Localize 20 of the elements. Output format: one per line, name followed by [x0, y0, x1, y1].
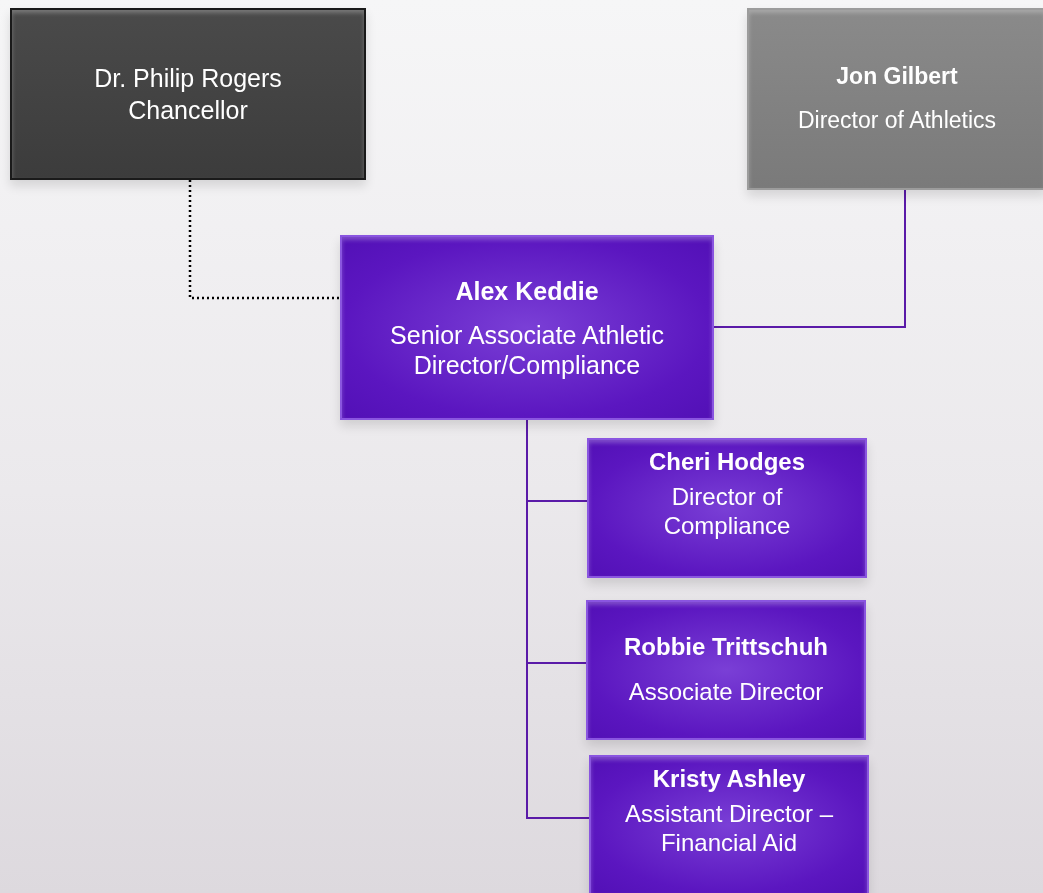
person-name: Jon Gilbert — [836, 63, 958, 91]
person-name: Alex Keddie — [455, 275, 599, 306]
job-title: Senior Associate Athletic Director/Compliance — [389, 319, 665, 380]
job-title: Director of Compliance — [662, 482, 792, 541]
person-name: Dr. Philip Rogers — [94, 63, 282, 93]
org-chart-box — [10, 8, 366, 180]
person-name: Cheri Hodges — [649, 448, 805, 477]
person-name: Kristy Ashley — [652, 765, 806, 794]
job-title: Chancellor — [128, 95, 248, 125]
org-chart-box — [587, 438, 867, 578]
org-chart-box — [340, 235, 714, 420]
org-chart-box — [747, 8, 1043, 190]
person-name: Robbie Trittschuh — [624, 633, 828, 662]
connector-line — [188, 180, 340, 300]
org-chart-box — [589, 755, 869, 893]
connector-line — [713, 189, 906, 328]
org-chart-box — [586, 600, 866, 740]
job-title: Director of Athletics — [797, 107, 997, 135]
job-title: Assistant Director – Financial Aid — [623, 799, 835, 858]
job-title: Associate Director — [628, 678, 824, 707]
